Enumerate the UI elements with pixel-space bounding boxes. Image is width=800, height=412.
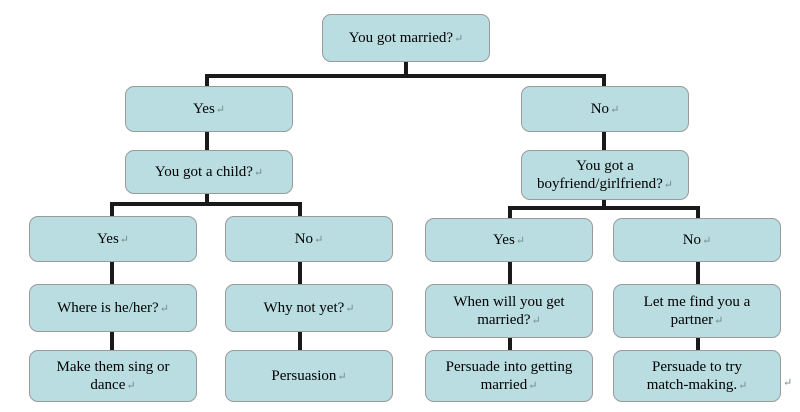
node-level3-no-partner-label: No: [682, 231, 702, 248]
node-root-label: You got married?: [348, 29, 454, 46]
node-why-not-yet[interactable]: Why not yet?↵: [225, 284, 393, 332]
node-when-label-line2: married?: [477, 312, 531, 328]
node-make-label-line1: Make them sing or: [56, 358, 170, 375]
node-letme-label-line1: Let me find you a: [643, 293, 751, 310]
node-level1-yes-label: Yes: [192, 100, 215, 117]
node-make-label-line2: dance: [90, 377, 126, 393]
node-root-you-got-married[interactable]: You got married?↵: [322, 14, 490, 62]
paragraph-mark-icon: ↵: [159, 302, 169, 315]
node-when-label-line1: When will you get: [453, 293, 565, 310]
connector-no-to-partner: [602, 132, 606, 150]
stray-paragraph-mark-icon: ↵: [783, 377, 793, 389]
node-level3-no-child-label: No: [294, 230, 314, 247]
node-level3-yes-partner-label: Yes: [492, 231, 515, 248]
node-question-you-got-a-partner[interactable]: You got a boyfriend/girlfriend?↵: [521, 150, 689, 200]
paragraph-mark-icon: ↵: [345, 302, 355, 315]
node-make-them-sing-or-dance[interactable]: Make them sing or dance↵: [29, 350, 197, 402]
connector-partner-to-yes: [508, 206, 512, 218]
connector-letme-to-persuade: [696, 338, 700, 350]
node-level1-no-label: No: [590, 100, 610, 117]
node-whynot-label: Why not yet?: [263, 299, 345, 316]
node-matchmaking-label-line2: match-making.: [646, 377, 738, 393]
paragraph-mark-icon: ↵: [515, 234, 526, 247]
paragraph-mark-icon: ↵: [702, 234, 712, 247]
connector-child-bus: [110, 202, 302, 206]
paragraph-mark-icon: ↵: [738, 380, 748, 392]
connector-root-to-yes: [205, 74, 209, 87]
connector-whynot-to-persuasion: [298, 332, 302, 350]
node-persuade-into-getting-married[interactable]: Persuade into getting married↵: [425, 350, 593, 402]
connector-yesB-to-when: [508, 262, 512, 284]
connector-child-to-yes: [110, 202, 114, 216]
node-level3-no-partner[interactable]: No↵: [613, 218, 781, 262]
connector-noA-to-whynot: [298, 262, 302, 284]
connector-root-stem: [404, 62, 408, 76]
node-persuade-married-label-line1: Persuade into getting: [445, 358, 573, 375]
node-partner-label-line1: You got a: [576, 157, 634, 174]
paragraph-mark-icon: ↵: [610, 103, 620, 116]
paragraph-mark-icon: ↵: [454, 32, 464, 45]
connector-root-to-no: [602, 74, 606, 87]
connector-where-to-make: [110, 332, 114, 350]
node-persuasion-label: Persuasion: [271, 367, 337, 384]
paragraph-mark-icon: ↵: [663, 179, 673, 191]
paragraph-mark-icon: ↵: [714, 315, 724, 327]
paragraph-mark-icon: ↵: [126, 380, 136, 392]
node-where-label: Where is he/her?: [57, 299, 159, 316]
connector-partner-bus: [508, 206, 700, 210]
node-persuade-to-try-match-making[interactable]: Persuade to try match-making.↵: [613, 350, 781, 402]
node-level1-no[interactable]: No↵: [521, 86, 689, 132]
paragraph-mark-icon: ↵: [337, 370, 347, 383]
paragraph-mark-icon: ↵: [531, 315, 541, 327]
paragraph-mark-icon: ↵: [314, 233, 324, 246]
paragraph-mark-icon: ↵: [253, 166, 264, 179]
node-let-me-find-you-a-partner[interactable]: Let me find you a partner↵: [613, 284, 781, 338]
connector-child-stem: [205, 192, 209, 204]
node-child-label: You got a child?: [154, 163, 253, 180]
node-level3-no-child[interactable]: No↵: [225, 216, 393, 262]
node-where-is-he-her[interactable]: Where is he/her?↵: [29, 284, 197, 332]
node-when-will-you-get-married[interactable]: When will you get married?↵: [425, 284, 593, 338]
paragraph-mark-icon: ↵: [215, 103, 226, 116]
node-level3-yes-child[interactable]: Yes↵: [29, 216, 197, 262]
node-letme-label-line2: partner: [670, 312, 714, 328]
paragraph-mark-icon: ↵: [119, 233, 130, 246]
connector-yesA-to-where: [110, 262, 114, 284]
connector-partner-stem: [602, 198, 606, 208]
node-matchmaking-label-line1: Persuade to try: [652, 358, 742, 375]
connector-partner-to-no: [696, 206, 700, 218]
connector-root-bus: [205, 74, 606, 78]
node-question-you-got-a-child[interactable]: You got a child?↵: [125, 150, 293, 194]
node-partner-label-line2: boyfriend/girlfriend?: [536, 176, 663, 192]
node-level3-yes-partner[interactable]: Yes↵: [425, 218, 593, 262]
node-persuade-married-label-line2: married: [480, 377, 528, 393]
node-level1-yes[interactable]: Yes↵: [125, 86, 293, 132]
connector-child-to-no: [298, 202, 302, 216]
connector-yes-to-child: [205, 132, 209, 150]
node-level3-yes-child-label: Yes: [96, 230, 119, 247]
node-persuasion[interactable]: Persuasion↵: [225, 350, 393, 402]
connector-when-to-persuade: [508, 338, 512, 350]
paragraph-mark-icon: ↵: [528, 380, 538, 392]
connector-noB-to-letme: [696, 262, 700, 284]
